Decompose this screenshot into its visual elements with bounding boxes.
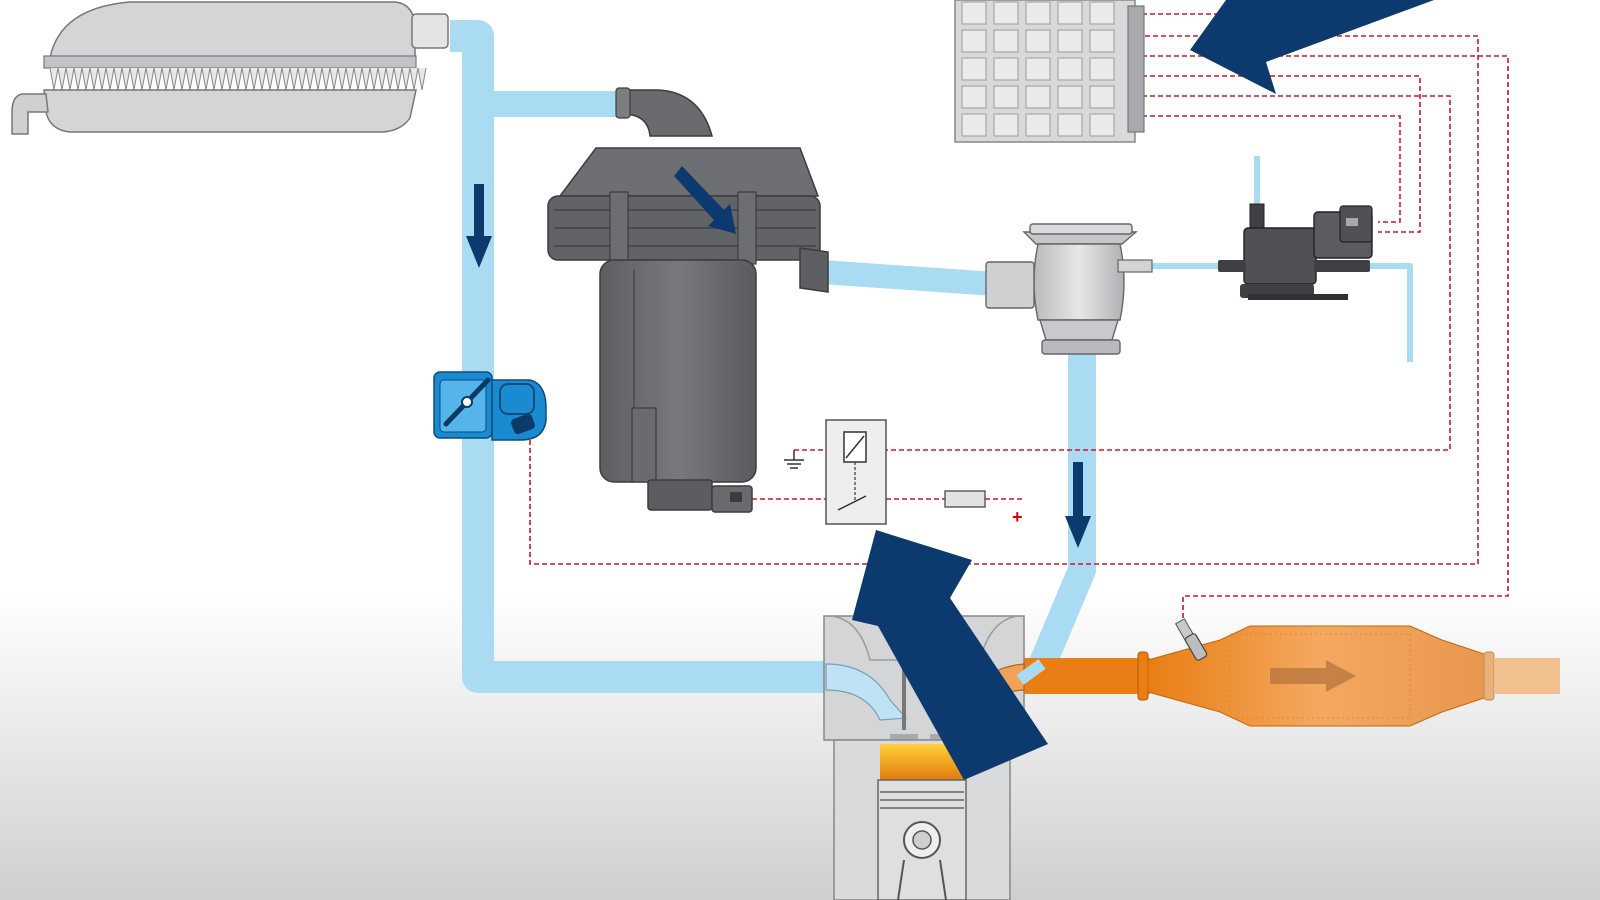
air-flow-arrow-large-engine [852, 530, 1048, 780]
wire-ecu-3 [1142, 75, 1421, 233]
filter-element-pleats [49, 67, 427, 91]
wire-sensor-to-ecu [529, 35, 1479, 565]
exhaust-pipe-rear [1494, 658, 1560, 694]
piston [877, 779, 967, 900]
air-pipe-pump-to-valve [821, 260, 996, 296]
air-intake-snout [11, 93, 49, 135]
pump-motor-body [599, 259, 757, 483]
relay [825, 419, 887, 525]
wire-ecu-2 [1142, 55, 1509, 622]
flow-arrows [466, 0, 1434, 780]
lambda-sensor [1174, 618, 1208, 661]
vacuum-line-solenoid-out [1370, 263, 1413, 362]
air-pipe-network [450, 20, 1413, 693]
solenoid-valve [1218, 203, 1373, 300]
pump-outlet [799, 247, 829, 293]
wire-ecu-5 [1142, 115, 1401, 223]
wire-ecu-4 [886, 95, 1451, 451]
pump-flow-arrow [674, 166, 736, 234]
combination-valve [985, 223, 1153, 355]
air-pipe-valve-to-head [1029, 345, 1096, 671]
fuse [944, 490, 986, 508]
ground-symbol [784, 450, 804, 469]
throttle-position-sensor [433, 371, 547, 441]
exhaust-system [1020, 625, 1560, 727]
relay-switch [837, 495, 867, 511]
ecu-connector [1127, 5, 1145, 133]
air-flow-arrow-large-ecu [1190, 0, 1434, 94]
fuse-positive-label: + [1012, 507, 1023, 527]
engine-control-unit [954, 0, 1145, 143]
exhaust-flow-arrow [1270, 660, 1356, 692]
air-flow-arrow-down-left [466, 184, 492, 268]
air-flow-arrow-down-right [1065, 462, 1091, 548]
secondary-air-pump [547, 87, 829, 513]
air-pipe-injection-nozzle [1016, 659, 1046, 685]
pump-electrical-connector [647, 479, 713, 511]
pump-inlet-elbow [621, 89, 713, 137]
air-filter-housing [11, 1, 449, 135]
air-pipe-main-vertical [450, 20, 835, 693]
ecu-grid [961, 1, 1115, 137]
